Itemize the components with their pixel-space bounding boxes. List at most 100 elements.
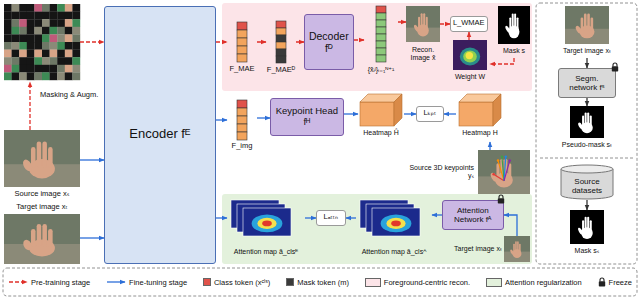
token-stack: F_img	[227, 98, 257, 152]
heatmap-blob	[386, 218, 405, 229]
segmentation-network-box: Segm. network fˢ	[558, 68, 616, 98]
node-text-area: Source 3D keypoints yₛ	[404, 154, 474, 190]
node-label: Segm. network fˢ	[561, 74, 613, 92]
legend-item: Class token (xᶜˡˢ)	[203, 278, 270, 287]
node-text-area: Mask sₛ	[548, 246, 626, 257]
connector-arrow	[504, 215, 517, 236]
hand-finger	[37, 224, 42, 247]
legend-swatch	[365, 278, 381, 287]
masked-patch	[42, 72, 50, 80]
mask-background	[498, 6, 530, 44]
connector-arrow	[216, 119, 227, 120]
legend-lock-sample	[598, 277, 606, 287]
hand-finger	[418, 17, 420, 30]
node-text-area: Heatmap H	[452, 128, 508, 139]
heatmap-background	[372, 208, 420, 236]
photo-background	[4, 214, 80, 264]
connector-arrow	[296, 41, 304, 42]
node-text-area: Target image xₜ	[4, 202, 80, 213]
hand-finger	[591, 17, 594, 31]
lock-body	[498, 198, 504, 203]
masked-patch	[50, 42, 58, 50]
freeze-lock	[497, 194, 505, 204]
masked-patch	[12, 65, 20, 73]
panel-separator	[540, 158, 633, 159]
weight-background	[453, 40, 487, 70]
connector-arrow	[444, 113, 456, 114]
masked-patch	[65, 12, 73, 20]
node-text-area: Attention Network fᴬ	[445, 202, 501, 228]
masked-patch	[12, 27, 20, 35]
token-stack: F_MAEᴰ	[266, 20, 296, 78]
connector-arrow	[344, 113, 358, 114]
node-text-area: Heatmap Ĥ	[354, 128, 408, 139]
hand-finger	[426, 17, 428, 30]
masked-patch	[34, 57, 42, 65]
image-panel: Weight W	[450, 40, 490, 86]
masked-patch	[72, 27, 80, 35]
image-panel-picture	[478, 150, 530, 194]
hand-finger	[582, 220, 584, 232]
photo-background	[565, 6, 609, 44]
masked-image	[4, 4, 80, 80]
attention-map-stack-picture	[360, 200, 420, 236]
node-label: Keypoint Head fᴴ	[273, 106, 341, 128]
hand-finger	[517, 241, 519, 253]
masked-input-arrow	[80, 41, 104, 42]
image-panel: Recon. Image x̂	[406, 6, 440, 66]
hand-thumb	[577, 227, 584, 235]
masked-patch	[12, 4, 20, 12]
masked-patch	[4, 42, 12, 50]
masked-patch	[57, 42, 65, 50]
masked-patch	[27, 19, 35, 27]
masked-patch	[34, 65, 42, 73]
keypoint-dot	[492, 173, 494, 175]
token-cell	[237, 46, 247, 54]
annotation-text: Masking & Augm.	[40, 90, 100, 99]
hand-thumb	[22, 238, 34, 251]
legend-item: Attention regularization	[486, 278, 582, 287]
lock-body	[598, 281, 604, 286]
masked-patch	[42, 42, 50, 50]
masked-patch	[4, 19, 12, 27]
token-cell	[237, 38, 247, 46]
cube-side	[493, 94, 501, 126]
connector-arrow	[586, 58, 587, 68]
node-text-area: Source datasets	[562, 174, 612, 198]
masked-patch	[34, 12, 42, 20]
legend-swatch	[203, 278, 211, 286]
connector-arrow	[257, 41, 266, 42]
token-cell	[276, 28, 286, 35]
masked-patch	[57, 19, 65, 27]
image-panel: Source 3D keypoints yₛ	[404, 150, 530, 194]
hand-finger	[584, 14, 587, 31]
node-text-area: Lₖₚₜ	[419, 108, 441, 120]
keypoint-dot	[501, 155, 503, 157]
legend-item: Foreground-centric recon.	[365, 278, 470, 287]
token-stack-picture	[237, 22, 247, 62]
hand-thumb	[577, 122, 583, 130]
hand-finger	[590, 220, 592, 232]
legend-item: Mask token (m)	[286, 278, 349, 287]
connector-arrow	[586, 200, 587, 210]
token-cell	[276, 21, 286, 28]
heatmap-blob	[381, 214, 412, 232]
token-cell	[376, 6, 386, 13]
lock-shackle	[613, 63, 617, 67]
weight-blob	[463, 51, 477, 63]
masked-patch	[19, 12, 27, 20]
node-text-area: Target image xₜ	[548, 46, 626, 57]
legend-label: Class token (xᶜˡˢ)	[214, 278, 270, 287]
hand-finger	[517, 17, 519, 31]
masked-patch	[42, 65, 50, 73]
legend-swatch	[286, 278, 294, 286]
legend-arrow-sample	[8, 278, 28, 286]
masked-patch	[57, 4, 65, 12]
masked-patch	[19, 57, 27, 65]
masked-patch	[72, 42, 80, 50]
image-panel: Mask sₛ	[548, 210, 626, 258]
token-cell	[376, 55, 386, 62]
masked-patch	[19, 42, 27, 50]
hand-finger	[587, 217, 589, 233]
